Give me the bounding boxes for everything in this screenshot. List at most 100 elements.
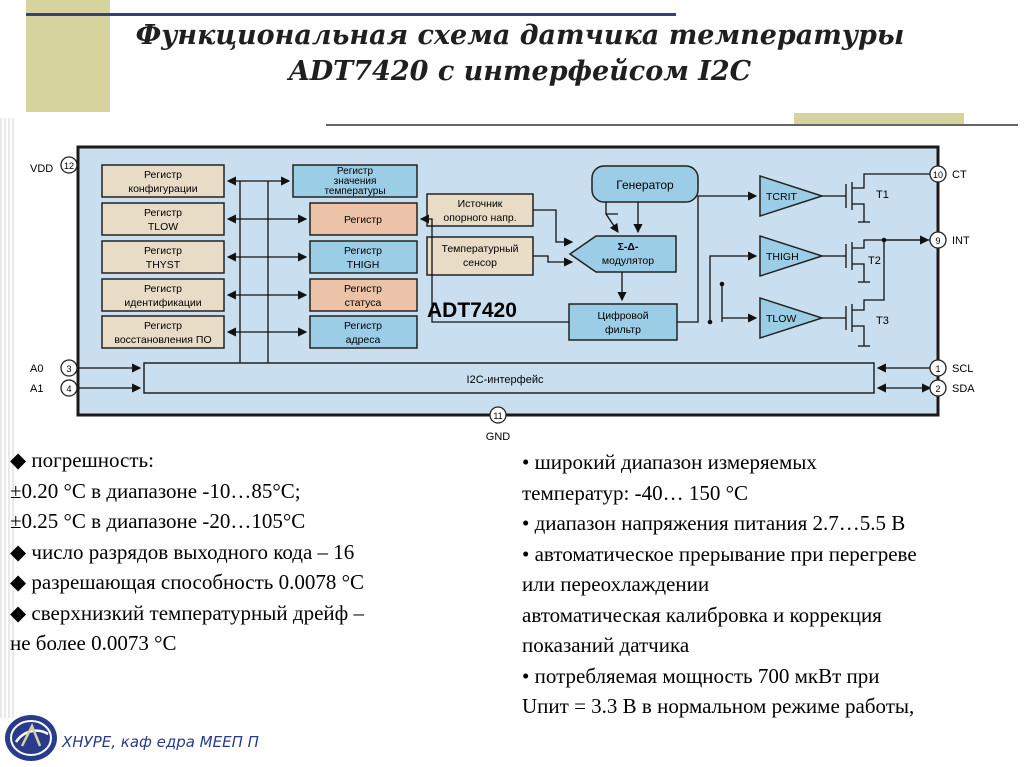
- svg-text:конфигурации: конфигурации: [128, 183, 197, 195]
- functional-diagram: Регистр конфигурации Регистр TLOW Регист…: [30, 145, 975, 443]
- svg-text:Регистр: Регистр: [344, 283, 382, 295]
- sigma-delta-modulator: Σ-Δ- модулятор: [568, 235, 677, 273]
- svg-text:восстановления ПО: восстановления ПО: [114, 334, 211, 346]
- svg-text:Регистр: Регистр: [144, 283, 182, 295]
- pin-gnd: 11 GND: [486, 406, 511, 443]
- left-decorative-strip: [0, 118, 16, 718]
- svg-text:SDA: SDA: [952, 383, 975, 395]
- bullet-left-2: ±0.20 °С в диапазоне -10…85°С;: [10, 478, 301, 503]
- svg-text:Регистр: Регистр: [344, 245, 382, 257]
- svg-text:Генератор: Генератор: [616, 178, 674, 192]
- chip-name: ADT7420: [427, 299, 517, 322]
- signal-lines: [419, 191, 758, 323]
- svg-text:температуры: температуры: [324, 186, 385, 197]
- svg-text:Регистр: Регистр: [344, 320, 382, 332]
- register-thyst: Регистр THYST: [101, 240, 225, 274]
- svg-text:Температурный: Температурный: [442, 243, 519, 255]
- footer-department: ХНУРЕ, каф едра МЕЕП П: [62, 733, 259, 751]
- svg-text:идентификации: идентификации: [124, 297, 201, 309]
- title-line-1: Функциональная схема датчика температуры: [135, 20, 905, 51]
- comparator-thigh: THIGH: [759, 234, 825, 278]
- transistor-t3-label: T3: [876, 315, 889, 327]
- bullet-left-6: ◆ сверхнизкий температурный дрейф –: [10, 600, 364, 625]
- svg-text:CT: CT: [952, 169, 967, 181]
- svg-text:11: 11: [493, 411, 502, 421]
- register-status: Регистр статуса: [309, 278, 418, 312]
- pin-a1: A1 4: [30, 379, 78, 397]
- bullet-left-5: ◆ разрешающая способность 0.0078 °С: [10, 570, 364, 594]
- bullet-right-8: • потребляемая мощность 700 мкВт при: [522, 663, 880, 688]
- register-bus: [226, 176, 308, 363]
- svg-text:3: 3: [66, 364, 71, 374]
- svg-text:значения: значения: [334, 176, 377, 187]
- svg-text:SCL: SCL: [952, 363, 973, 375]
- svg-text:сенсор: сенсор: [463, 257, 497, 269]
- comparator-tcrit: TCRIT: [759, 174, 825, 218]
- pin-int: 9 INT: [929, 231, 970, 249]
- bullet-right-4: • автоматическое прерывание при перегрев…: [522, 541, 917, 566]
- bullet-right-2: температур: -40… 150 °С: [522, 480, 749, 505]
- svg-text:THIGH: THIGH: [766, 251, 799, 263]
- transistors: [822, 173, 930, 347]
- svg-text:INT: INT: [952, 235, 970, 247]
- pin-vdd: VDD 12: [30, 156, 78, 175]
- i2c-interface: I2C-интерфейс: [143, 362, 875, 394]
- svg-text:12: 12: [64, 161, 74, 171]
- svg-text:TLOW: TLOW: [766, 313, 796, 325]
- generator: Генератор: [591, 165, 699, 203]
- bullet-right-1: • широкий диапазон измеряемых: [522, 450, 817, 474]
- comparator-tlow: TLOW: [759, 296, 825, 340]
- svg-text:статуса: статуса: [345, 297, 382, 309]
- register-thigh: Регистр THIGH: [309, 240, 418, 274]
- bullet-right-3: • диапазон напряжения питания 2.7…5.5 В: [522, 511, 906, 535]
- register-tlow: Регистр TLOW: [101, 202, 225, 236]
- svg-text:TCRIT: TCRIT: [766, 191, 797, 203]
- bullet-left-1: ◆ погрешность:: [10, 448, 154, 472]
- pin-a0: A0 3: [30, 359, 78, 377]
- svg-text:A0: A0: [30, 363, 43, 375]
- svg-text:Источник: Источник: [458, 198, 503, 210]
- svg-text:VDD: VDD: [30, 163, 53, 175]
- right-decorative-line: [326, 124, 1018, 126]
- svg-text:THIGH: THIGH: [347, 259, 380, 271]
- svg-text:Регистр: Регистр: [144, 169, 182, 181]
- svg-text:Регистр: Регистр: [144, 245, 182, 257]
- temperature-sensor: Температурный сенсор: [426, 236, 534, 276]
- right-decorative-block: [794, 113, 964, 125]
- svg-text:Регистр: Регистр: [144, 320, 182, 332]
- svg-text:I2C-интерфейс: I2C-интерфейс: [467, 374, 544, 386]
- bullet-left-7: не более 0.0073 °С: [10, 631, 177, 655]
- pin-lines: [76, 235, 932, 393]
- bullet-left-3: ±0.25 °С в диапазоне -20…105°С: [10, 509, 306, 533]
- svg-text:TLOW: TLOW: [148, 221, 178, 233]
- register-software-reset: Регистр восстановления ПО: [101, 315, 225, 349]
- svg-text:4: 4: [66, 384, 71, 394]
- top-decorative-block: [26, 0, 110, 112]
- svg-text:Σ-Δ-: Σ-Δ-: [618, 241, 639, 253]
- svg-text:Регистр: Регистр: [144, 207, 182, 219]
- register-configuration: Регистр конфигурации: [101, 164, 225, 198]
- bullet-right-5: или переохлаждении: [522, 572, 710, 596]
- svg-text:Цифровой: Цифровой: [597, 310, 648, 322]
- register-identification: Регистр идентификации: [101, 278, 225, 312]
- bullets-left: ◆ погрешность: ±0.20 °С в диапазоне -10……: [10, 445, 364, 659]
- svg-text:GND: GND: [486, 431, 511, 443]
- svg-text:Регистр: Регистр: [337, 166, 374, 177]
- pin-sda: 2 SDA: [929, 379, 975, 397]
- top-decorative-line: [26, 13, 676, 16]
- bullet-left-4: ◆ число разрядов выходного кода – 16: [10, 539, 355, 564]
- svg-text:опорного напр.: опорного напр.: [443, 212, 516, 224]
- bullet-right-7: показаний датчика: [522, 633, 690, 657]
- svg-text:модулятор: модулятор: [602, 255, 654, 267]
- svg-text:2: 2: [935, 384, 940, 394]
- bullets-right: • широкий диапазон измеряемых температур…: [522, 447, 917, 722]
- bullet-right-9: Uпит = 3.3 В в нормальном режиме работы,: [522, 694, 915, 718]
- title-line-2: ADT7420 с интерфейсом I2C: [288, 56, 752, 87]
- university-logo: [5, 715, 57, 761]
- svg-text:A1: A1: [30, 383, 43, 395]
- digital-filter: Цифровой фильтр: [568, 303, 678, 341]
- register-temperature-value: Регистр значения температуры: [292, 164, 418, 198]
- svg-text:10: 10: [933, 170, 943, 180]
- svg-text:адреса: адреса: [346, 334, 381, 346]
- slide-title: Функциональная схема датчика температуры…: [70, 18, 970, 90]
